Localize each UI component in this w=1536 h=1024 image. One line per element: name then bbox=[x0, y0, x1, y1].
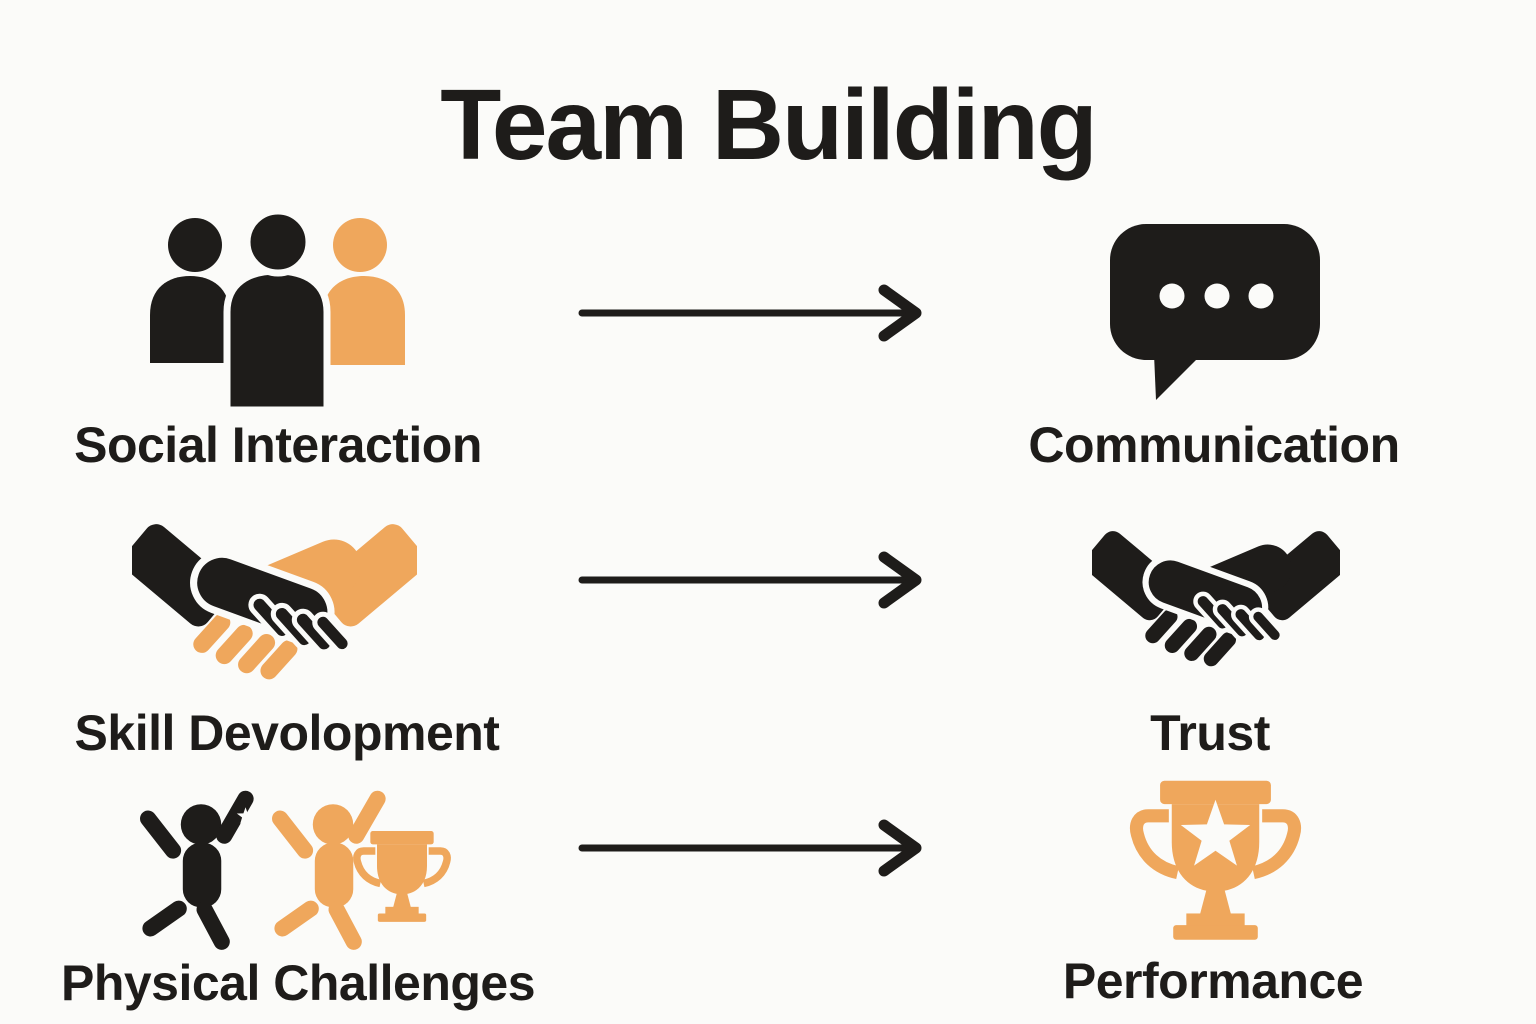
jumping-person-black-icon bbox=[136, 787, 257, 953]
people-group-icon bbox=[150, 212, 405, 410]
small-trophy-icon bbox=[356, 831, 448, 922]
source-label-skill-development: Skill Devolopment bbox=[74, 705, 500, 761]
target-label-communication: Communication bbox=[1028, 417, 1400, 473]
page-title: Team Building bbox=[440, 69, 1098, 181]
arrow-right-icon bbox=[578, 551, 922, 609]
arrow-right-icon bbox=[578, 819, 922, 877]
source-label-physical-challenges: Physical Challenges bbox=[60, 955, 536, 1011]
handshake-icon bbox=[1092, 524, 1340, 679]
trophy-star-icon bbox=[1136, 780, 1295, 940]
arrow-right-icon bbox=[578, 284, 922, 342]
target-label-trust: Trust bbox=[1150, 705, 1270, 761]
handshake-two-tone-icon bbox=[132, 516, 417, 694]
target-label-performance: Performance bbox=[1062, 953, 1364, 1009]
source-label-social-interaction: Social Interaction bbox=[74, 417, 482, 473]
speech-bubble-icon bbox=[1110, 224, 1320, 400]
